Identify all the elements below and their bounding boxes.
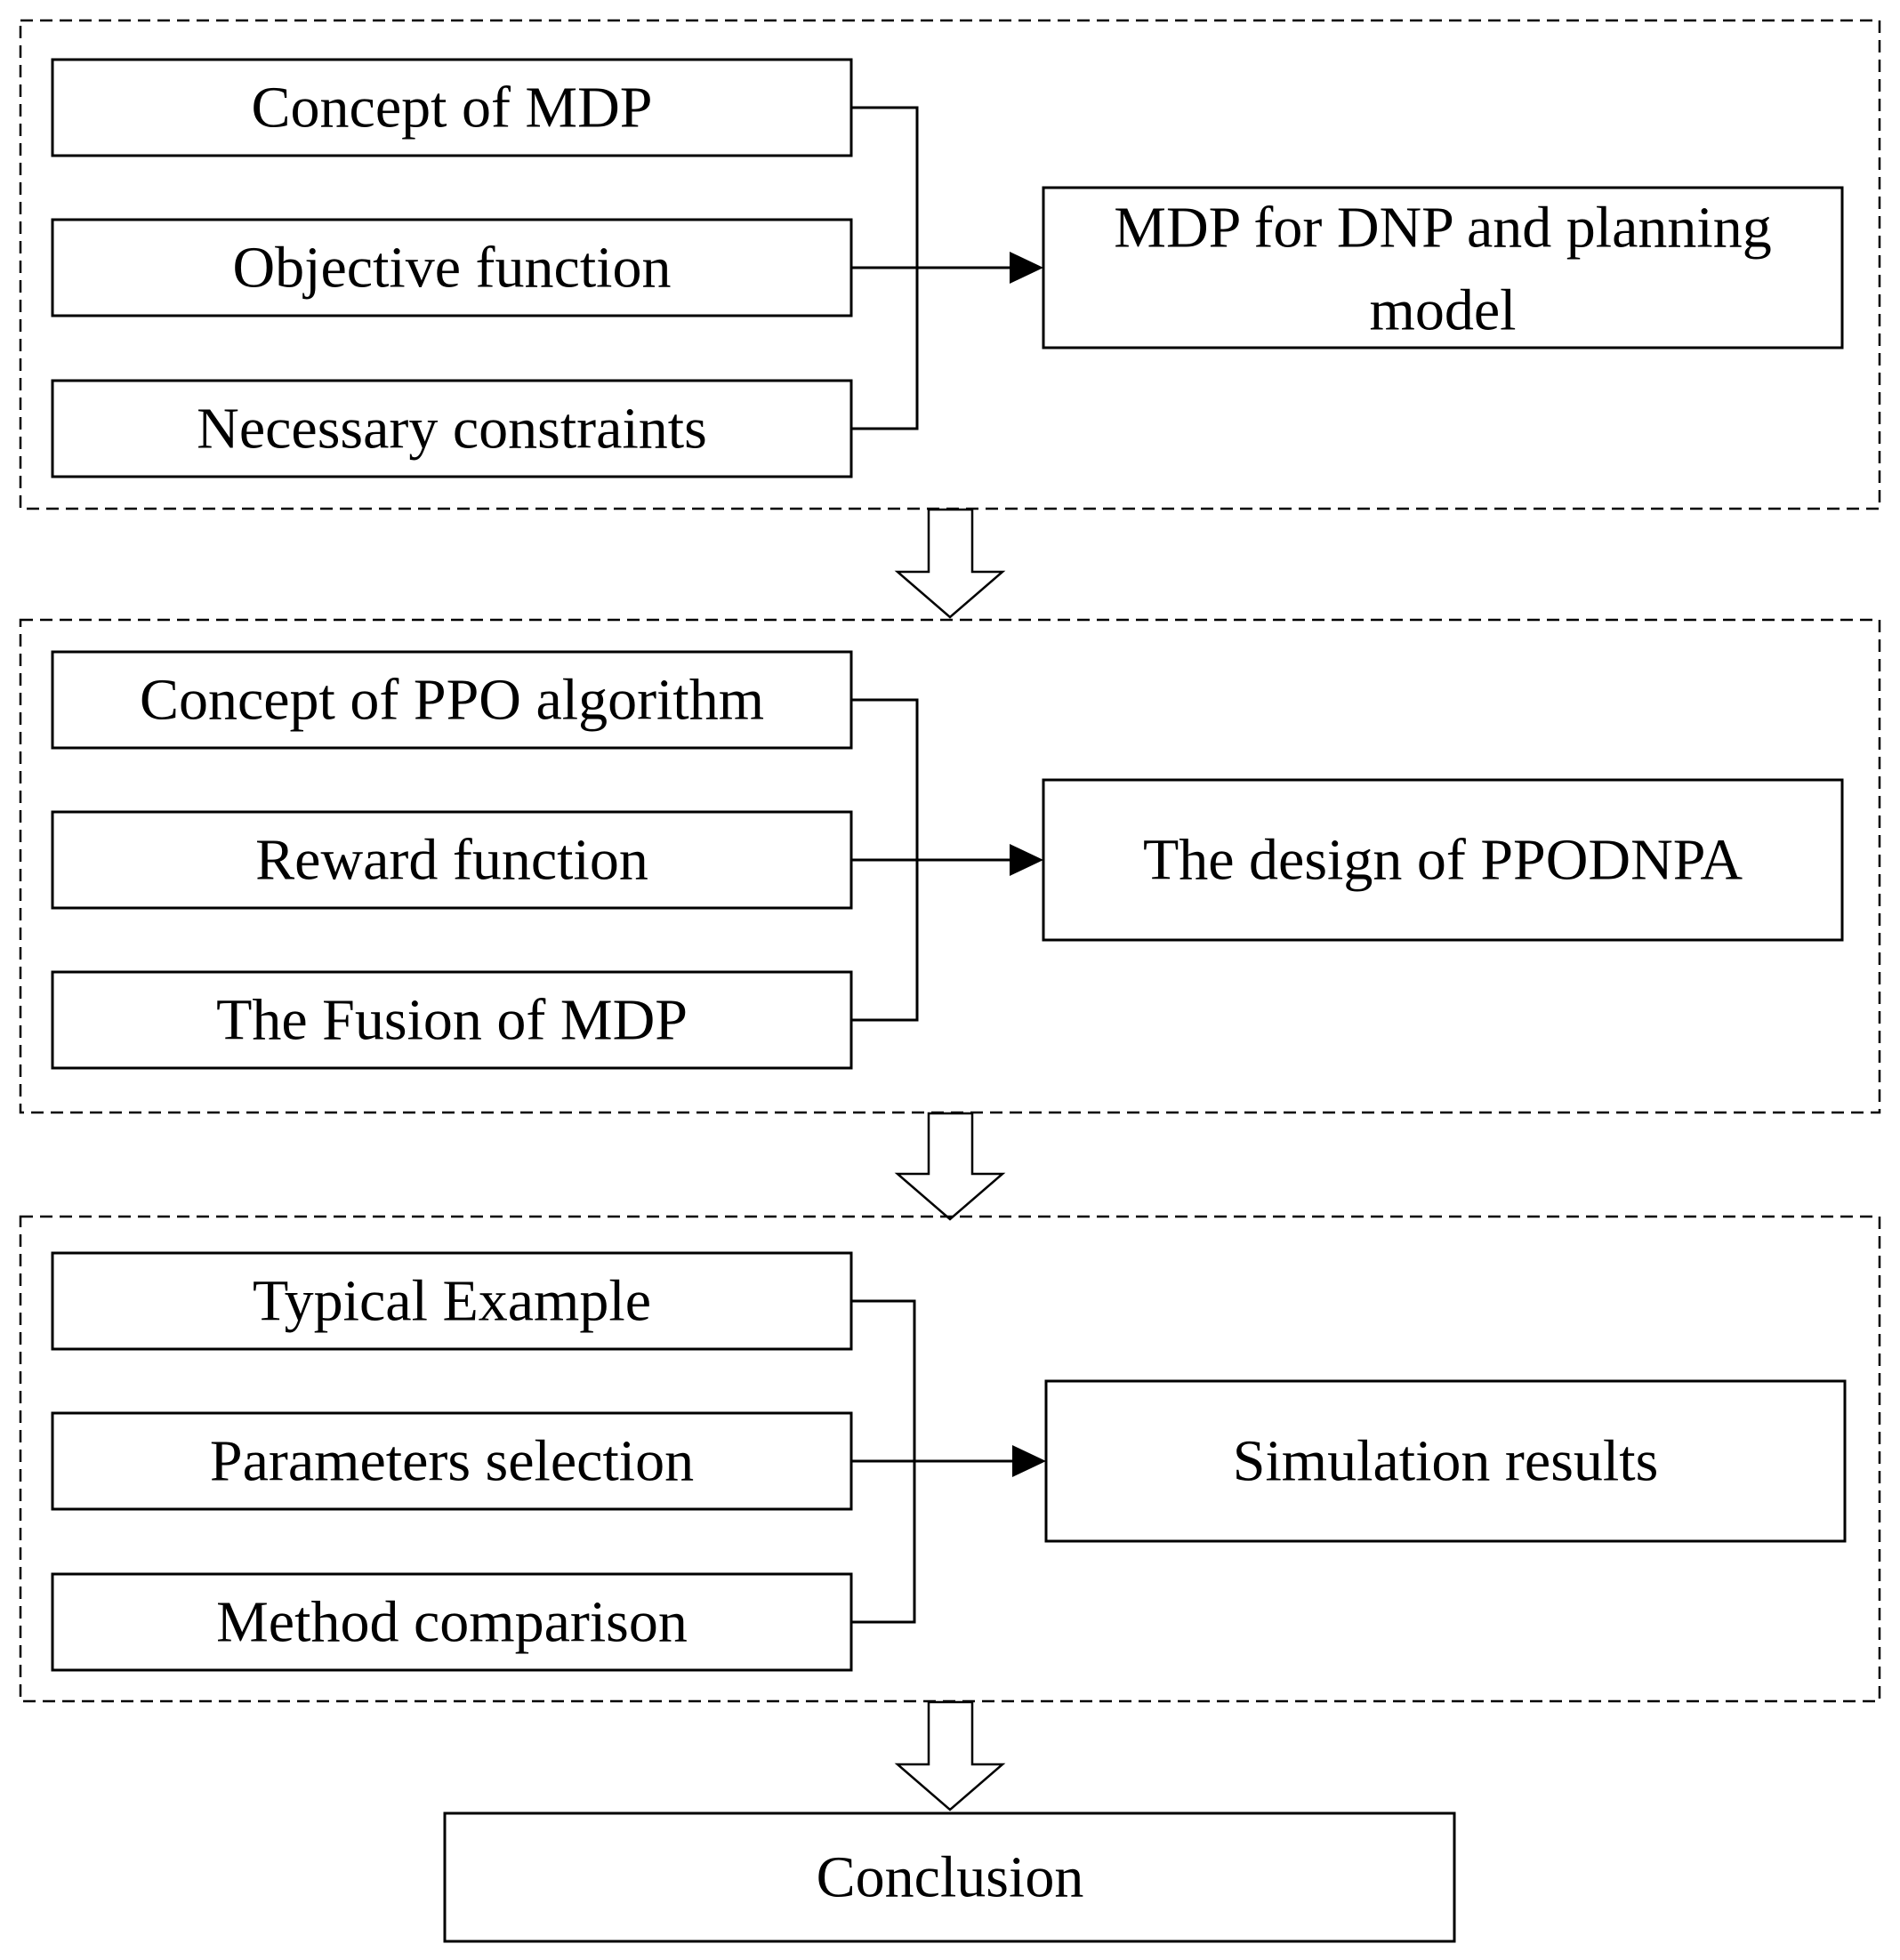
node-design-of-ppodnpa-label: The design of PPODNPA [1143,828,1743,893]
arrow-head [1010,844,1043,876]
node-simulation-results-label: Simulation results [1233,1429,1659,1494]
node-method-comparison [51,1572,853,1672]
node-concept-of-ppo [51,650,853,750]
node-fusion-of-mdp-label: The Fusion of MDP [216,988,688,1053]
node-reward-function [51,810,853,910]
flow-arrow-down-3 [894,1700,1006,1811]
node-typical-example [51,1251,853,1351]
node-parameters-selection [51,1411,853,1511]
arrow-head [1012,1445,1046,1477]
node-necessary-constraints-label: Necessary constraints [197,397,707,462]
arrow-head [1010,252,1043,284]
node-objective-function-label: Objective function [232,236,671,301]
node-mdp-for-dnp [1042,186,1844,349]
stage-2-frame [19,618,1881,1114]
node-conclusion [443,1811,1456,1943]
node-method-comparison-label: Method comparison [216,1590,688,1655]
flow-arrow-down-2 [894,1112,1006,1221]
node-mdp-for-dnp-label-line2: model [1370,278,1517,343]
node-typical-example-label: Typical Example [253,1269,651,1334]
node-design-of-ppodnpa [1042,778,1844,942]
node-reward-function-label: Reward function [255,828,648,893]
node-concept-of-mdp [51,58,853,157]
stage-3-group: Typical Example Parameters selection Met… [19,1215,1881,1703]
node-concept-of-mdp-label: Concept of MDP [252,76,653,141]
stage-2-group: Concept of PPO algorithm Reward function… [19,618,1881,1114]
node-objective-function [51,218,853,317]
node-simulation-results [1044,1379,1847,1543]
node-parameters-selection-label: Parameters selection [210,1429,694,1494]
node-mdp-for-dnp-label-line1: MDP for DNP and planning [1114,196,1771,261]
flow-arrow-down-1 [894,508,1006,619]
node-conclusion-label: Conclusion [817,1845,1084,1910]
node-concept-of-ppo-label: Concept of PPO algorithm [140,668,764,733]
stage-1-group: Concept of MDP Objective function Necess… [19,19,1881,510]
